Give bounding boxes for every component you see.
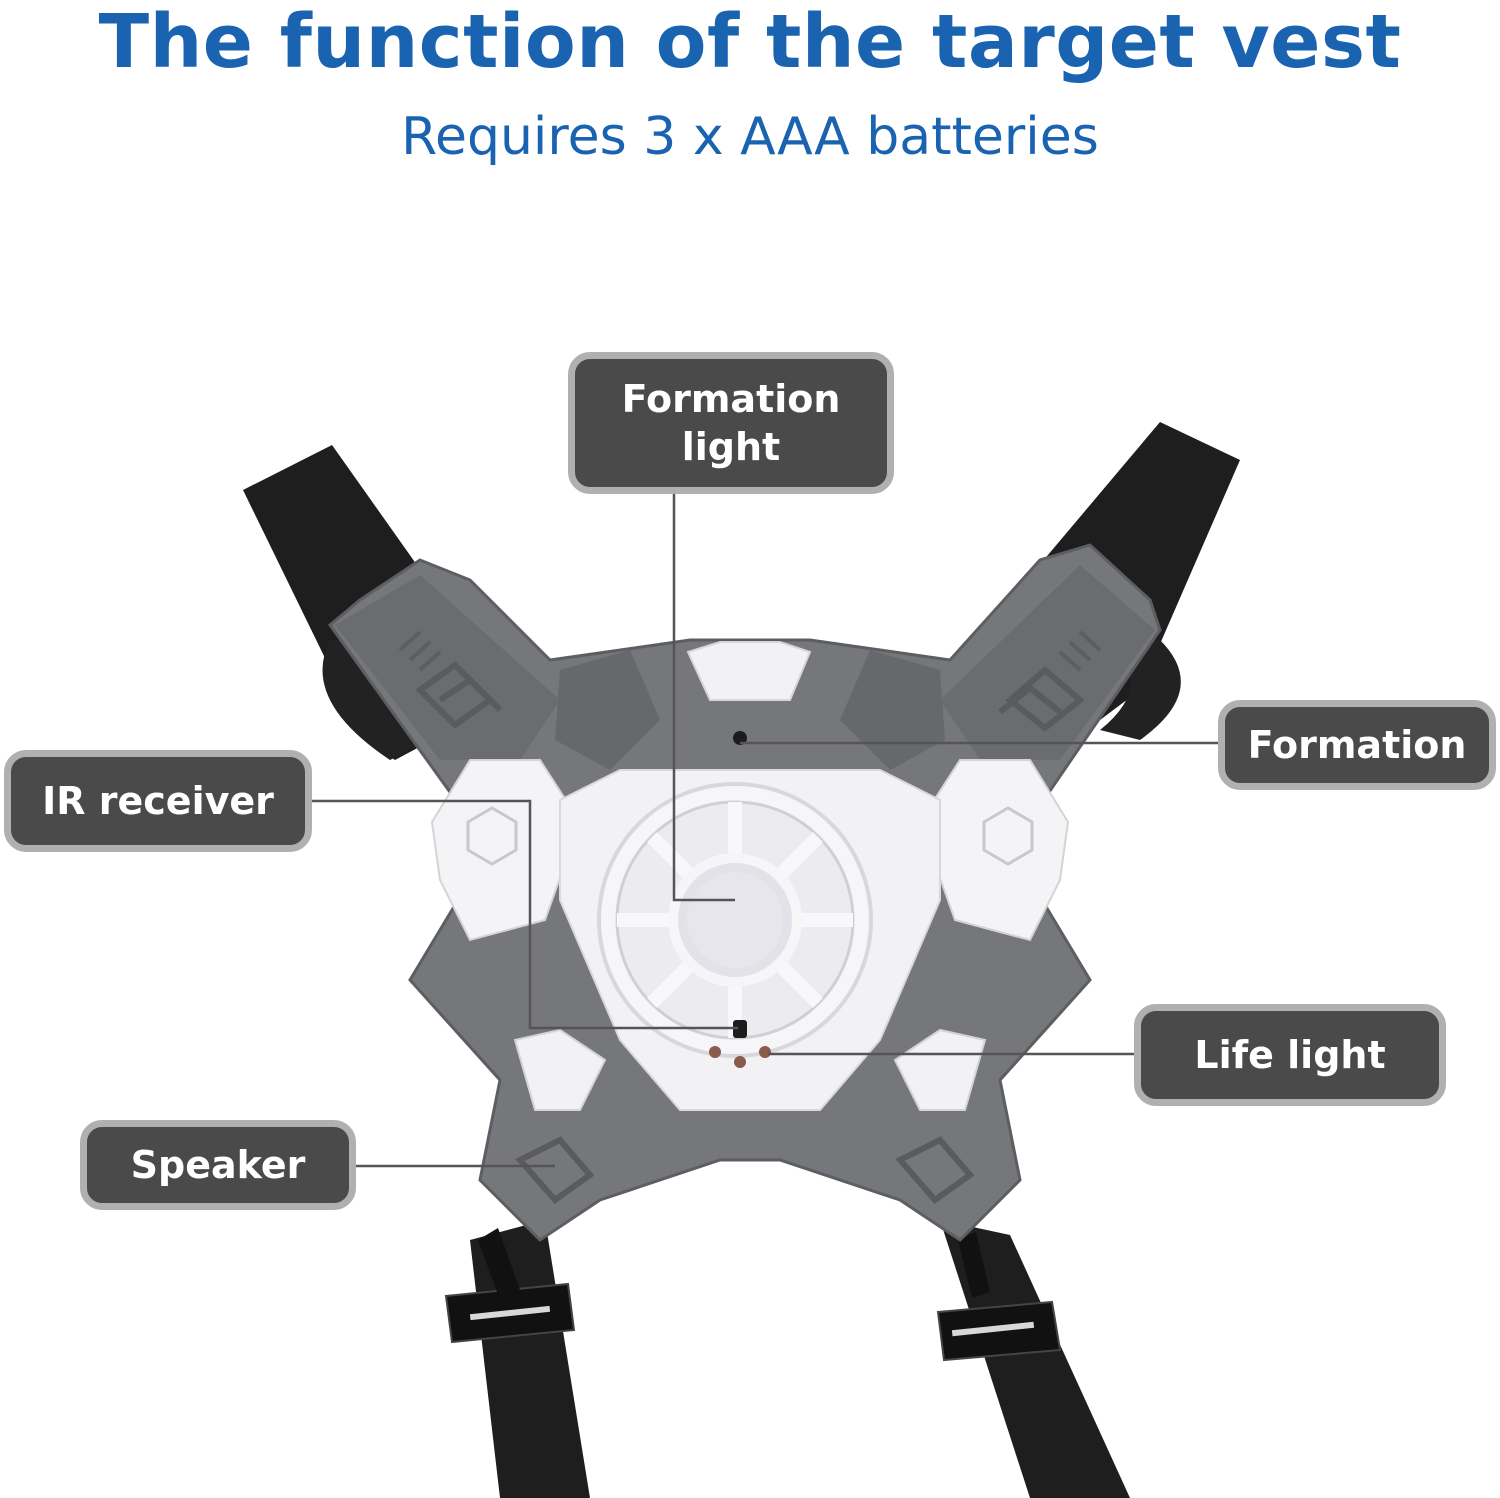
page-title: The function of the target vest (98, 0, 1402, 85)
waist-straps (444, 1220, 1130, 1498)
callout-ir-receiver: IR receiver (4, 750, 312, 852)
callout-label: Life light (1194, 1033, 1386, 1077)
callout-label: IR receiver (42, 779, 274, 823)
callout-speaker: Speaker (80, 1120, 356, 1210)
leader-lines (312, 494, 1218, 1168)
callout-label: Formation light (621, 377, 841, 469)
target-dial (597, 782, 873, 1058)
callout-life-light: Life light (1134, 1004, 1446, 1106)
callout-formation: Formation (1218, 700, 1496, 790)
callout-formation-light: Formation light (568, 352, 894, 494)
page-subtitle: Requires 3 x AAA batteries (401, 107, 1099, 167)
callout-label: Speaker (130, 1143, 306, 1187)
callout-label: Formation (1247, 723, 1467, 767)
